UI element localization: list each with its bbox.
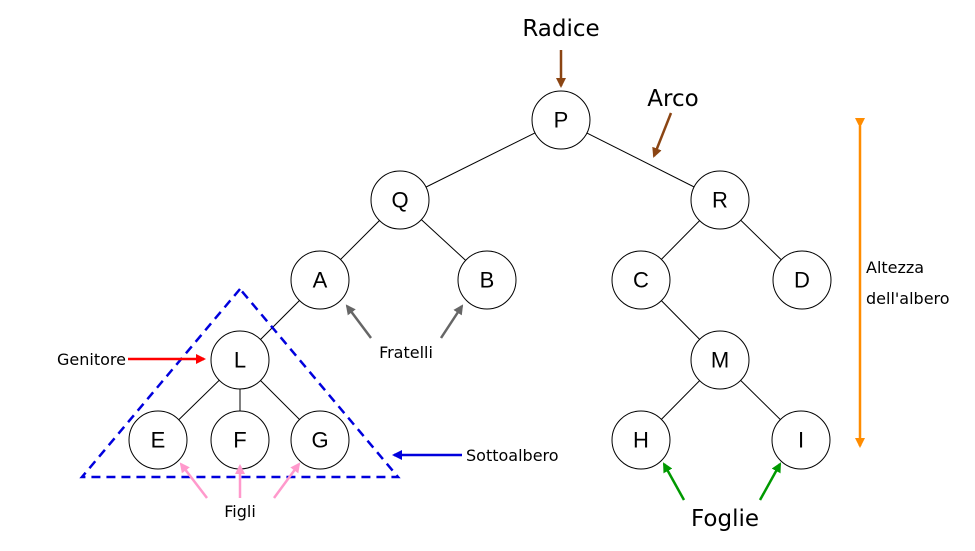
node-circle <box>290 410 350 470</box>
tree-node-h: H <box>611 410 671 470</box>
node-label: A <box>313 268 328 293</box>
tree-node-i: I <box>771 410 831 470</box>
node-label: E <box>151 428 166 453</box>
fratelli-label: Fratelli <box>379 343 433 362</box>
node-label: L <box>234 348 246 373</box>
node-label: P <box>554 108 569 133</box>
radice-label: Radice <box>522 16 599 42</box>
arco-label: Arco <box>647 86 698 112</box>
node-circle <box>457 250 517 310</box>
foglie-arrow-left <box>662 462 686 501</box>
tree-node-l: L <box>210 330 270 390</box>
node-circle <box>290 250 350 310</box>
node-label: C <box>633 268 649 293</box>
node-circle <box>128 410 188 470</box>
fratelli-arrow-right <box>439 304 464 339</box>
node-label: M <box>711 348 729 373</box>
edge-p-q <box>399 119 562 201</box>
sottoalbero-label: Sottoalbero <box>466 446 559 465</box>
subtree-outline <box>79 287 401 479</box>
node-label: F <box>233 428 246 453</box>
foglie-arrow-right <box>758 462 782 501</box>
tree-node-d: D <box>772 250 832 310</box>
genitore-label: Genitore <box>57 350 126 369</box>
node-circle <box>690 170 750 230</box>
tree-node-c: C <box>611 250 671 310</box>
node-label: D <box>794 268 810 293</box>
node-label: G <box>311 428 328 453</box>
tree-node-b: B <box>457 250 517 310</box>
tree-node-q: Q <box>370 170 430 230</box>
tree-node-f: F <box>210 410 270 470</box>
fratelli-arrow-left <box>345 304 372 339</box>
node-circle <box>611 250 671 310</box>
foglie-label: Foglie <box>691 506 759 532</box>
tree-node-m: M <box>690 330 750 390</box>
node-circle <box>370 170 430 230</box>
edge-p-r <box>560 119 721 201</box>
figli-arrow-right <box>272 462 301 499</box>
node-label: R <box>712 188 728 213</box>
node-label: B <box>480 268 495 293</box>
figli-label: Figli <box>224 502 256 521</box>
figli-arrow-left <box>179 462 208 499</box>
node-circle <box>611 410 671 470</box>
node-circle <box>772 250 832 310</box>
tree-node-p: P <box>531 90 591 150</box>
node-label: H <box>633 428 649 453</box>
node-label: I <box>798 428 804 453</box>
tree-node-r: R <box>690 170 750 230</box>
altezza-label-line2: dell'albero <box>866 289 950 308</box>
node-circle <box>771 410 831 470</box>
node-circle <box>531 90 591 150</box>
arco-arrow <box>652 112 673 158</box>
node-circle <box>210 330 270 390</box>
node-circle <box>690 330 750 390</box>
tree-node-a: A <box>290 250 350 310</box>
node-label: Q <box>391 188 408 213</box>
tree-node-e: E <box>128 410 188 470</box>
tree-node-g: G <box>290 410 350 470</box>
nodes-group: P Q R A B C D L M E F G H I <box>128 90 832 470</box>
altezza-label-line1: Altezza <box>866 258 924 277</box>
